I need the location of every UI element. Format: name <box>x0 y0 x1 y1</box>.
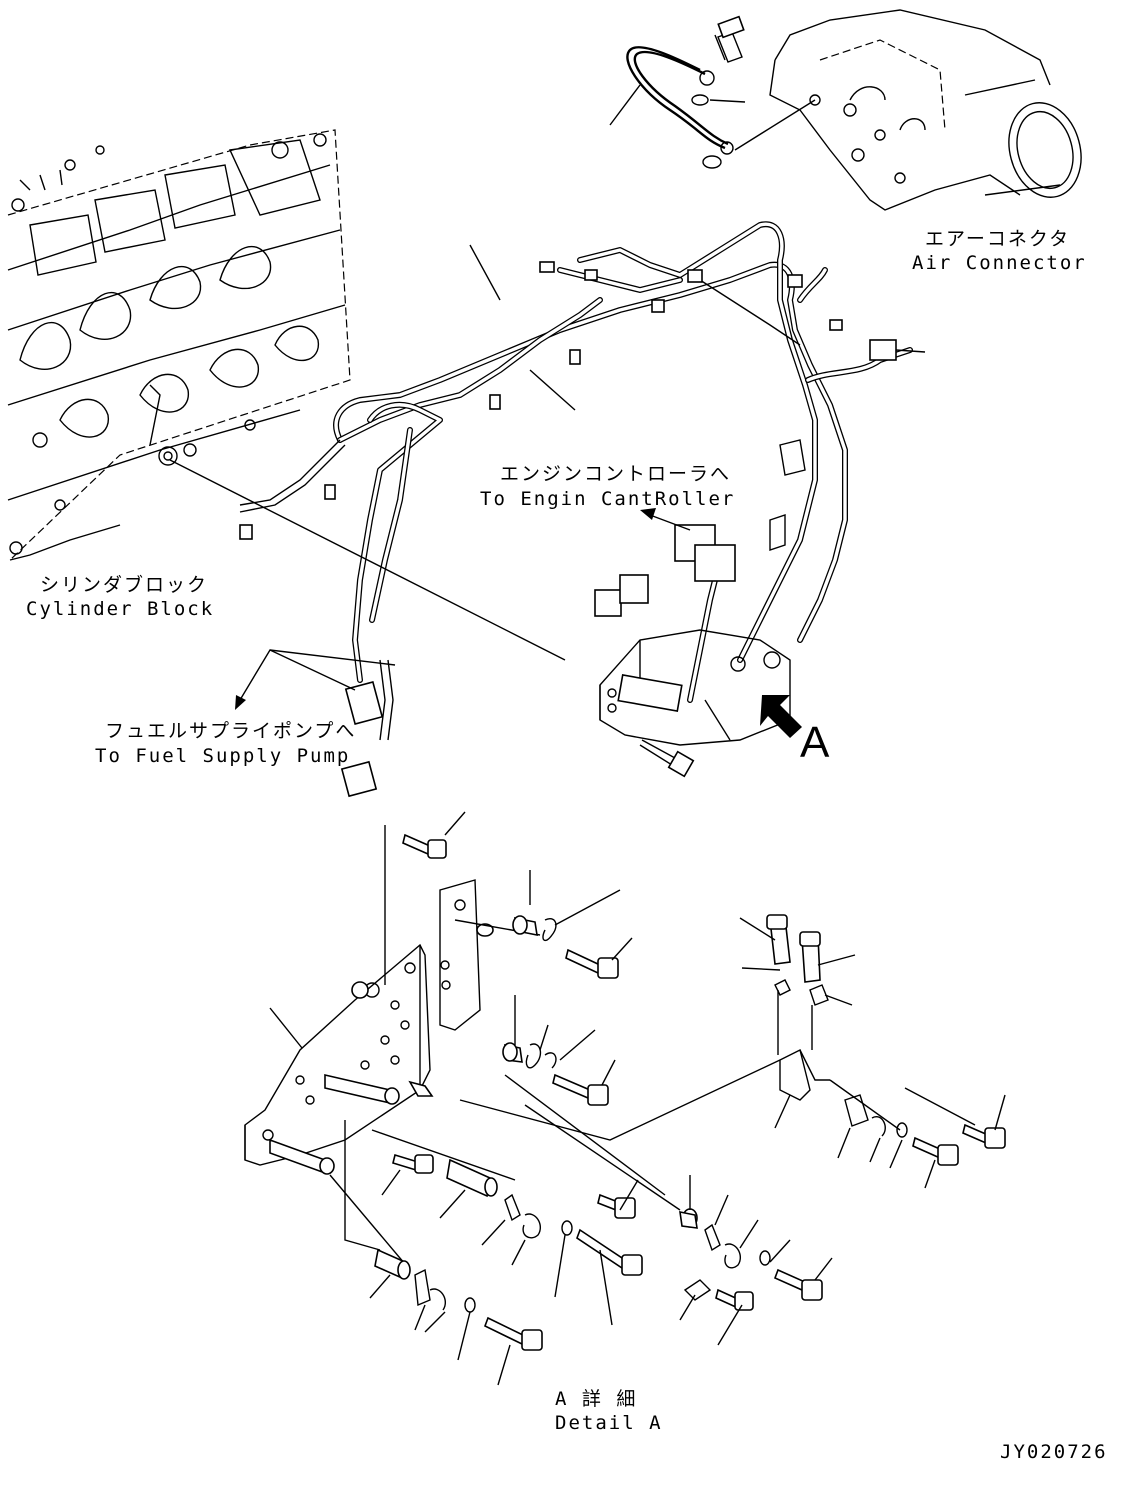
engine-controller-label-ja: エンジンコントローラへ <box>500 463 732 485</box>
fuel-pump-label-en: To Fuel Supply Pump <box>95 745 351 767</box>
detail-a-leaders <box>269 811 1006 1386</box>
arrow-view-a-icon <box>760 695 802 738</box>
cylinder-block-label-ja: シリンダブロック <box>40 574 209 596</box>
ground-strap <box>609 15 816 169</box>
air-connector-label-ja: エアーコネクタ <box>925 228 1071 250</box>
engine-controller-label-en: To Engin CantRoller <box>480 488 736 510</box>
air-connector-label-en: Air Connector <box>912 252 1087 274</box>
fuel-pump-label-ja: フュエルサプライポンプへ <box>105 720 357 742</box>
detail-a-label-en: Detail A <box>555 1412 663 1434</box>
main-wiring-harness <box>239 221 926 798</box>
drawing-number: JY020726 <box>1000 1441 1108 1463</box>
arrow-fuel-pump-icon <box>235 649 396 710</box>
cylinder-block <box>7 129 351 561</box>
air-connector <box>769 9 1082 211</box>
view-a-marker: A <box>800 718 830 767</box>
detail-a-label-ja: A 詳 細 <box>555 1388 638 1410</box>
cylinder-block-label-en: Cylinder Block <box>26 598 215 620</box>
arrow-controller-icon <box>640 508 691 531</box>
detail-a-fasteners <box>374 833 1006 1351</box>
